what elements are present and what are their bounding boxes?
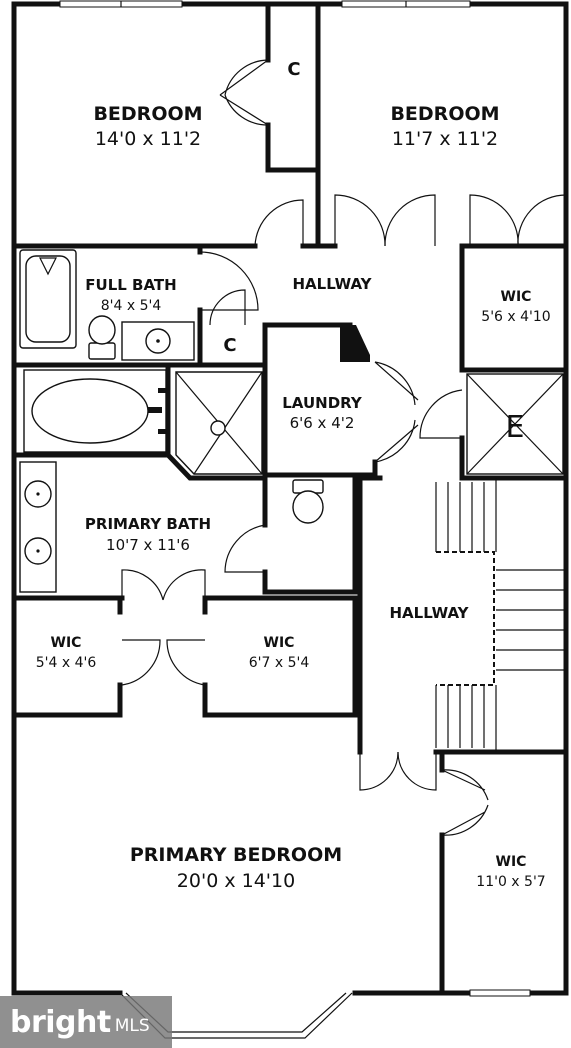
- toilet-icon: [292, 479, 324, 524]
- closet-hall-name: C: [223, 335, 236, 356]
- bedroom-right-dims: 11'7 x 11'2: [392, 128, 498, 150]
- full-bath-name: FULL BATH: [85, 276, 176, 294]
- laundry-dims: 6'6 x 4'2: [290, 414, 355, 432]
- toilet-icon: [88, 315, 116, 360]
- primary-bath-dims: 10'7 x 11'6: [106, 536, 190, 554]
- watermark-brand: bright: [10, 1004, 111, 1040]
- sink-icon: [121, 321, 195, 361]
- full-bath-dims: 8'4 x 5'4: [101, 298, 162, 314]
- primary-bedroom-name: PRIMARY BEDROOM: [130, 844, 342, 866]
- bedroom-right-name: BEDROOM: [390, 103, 499, 125]
- wic-right-bottom-name: WIC: [496, 854, 527, 870]
- wic-right-top-name: WIC: [501, 289, 532, 305]
- hallway-top-name: HALLWAY: [292, 275, 372, 293]
- double-vanity-icon: [19, 461, 57, 593]
- room-labels: BEDROOM 14'0 x 11'2 BEDROOM 11'7 x 11'2 …: [36, 59, 551, 892]
- hallway-mid-name: HALLWAY: [389, 604, 469, 622]
- wic-right-top-dims: 5'6 x 4'10: [481, 309, 550, 325]
- watermark-suffix: MLS: [114, 1016, 150, 1036]
- bedroom-left-dims: 14'0 x 11'2: [95, 128, 201, 150]
- elevator-shaft: [466, 373, 564, 475]
- elevator-name: E: [506, 410, 525, 445]
- wic-left-dims: 5'4 x 4'6: [36, 655, 97, 671]
- wic-right-bottom-dims: 11'0 x 5'7: [476, 874, 545, 890]
- doors: [121, 59, 567, 836]
- wic-center-name: WIC: [264, 635, 295, 651]
- bathroom-fixtures: [19, 249, 564, 593]
- bedroom-left-name: BEDROOM: [93, 103, 202, 125]
- wic-center-dims: 6'7 x 5'4: [249, 655, 310, 671]
- staircase: [435, 478, 566, 752]
- bright-mls-watermark: bright MLS: [0, 996, 172, 1048]
- interior-walls: [11, 1, 569, 996]
- wic-left-name: WIC: [51, 635, 82, 651]
- soaking-tub-icon: [23, 369, 167, 453]
- closet-top-name: C: [287, 59, 300, 80]
- shower-icon: [175, 371, 263, 475]
- primary-bedroom-dims: 20'0 x 14'10: [177, 870, 295, 892]
- primary-bath-name: PRIMARY BATH: [85, 515, 211, 533]
- laundry-name: LAUNDRY: [282, 394, 363, 412]
